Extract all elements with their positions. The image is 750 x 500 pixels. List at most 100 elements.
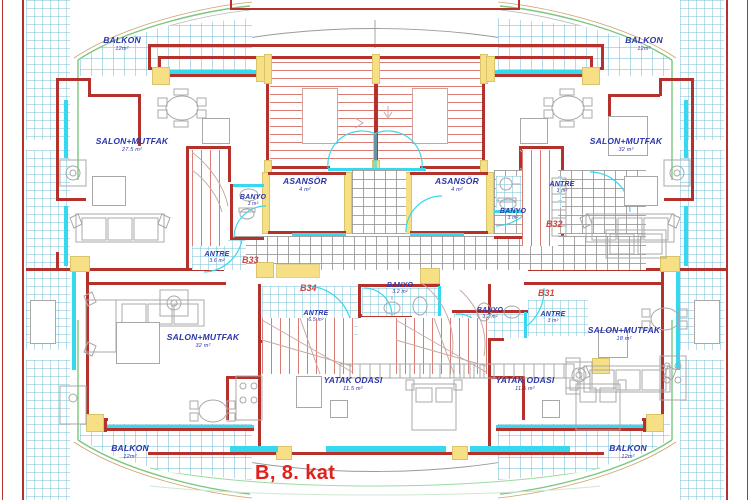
- furniture-dining-table-tl: [157, 88, 207, 128]
- core-brick-door: [405, 195, 443, 233]
- furniture-tv-unit-tr: [663, 159, 691, 187]
- balcony-glazing-top-left: [160, 70, 268, 74]
- balcony-glazing-bottom-right: [496, 425, 646, 429]
- side-tile-strip-left-bot: [26, 360, 70, 500]
- wall-mid-right-b: [524, 282, 664, 285]
- banyo-ul-wall-b: [230, 237, 264, 240]
- fixture-wc-upper-right: [497, 177, 520, 210]
- wall-right-lower-env: [661, 268, 664, 420]
- stair-core-left-void: [302, 88, 338, 144]
- wall-left-env-step: [88, 78, 91, 96]
- furniture-closet-band-bl: [339, 363, 481, 379]
- furniture-box-left-mid: [30, 300, 56, 344]
- furniture-coffee-table-bl: [116, 322, 160, 364]
- antre-lr-floor: [528, 300, 588, 336]
- wall-left-env-top: [56, 78, 90, 81]
- furniture-dining-table-bl: [189, 399, 236, 423]
- banyo-ur-wall-b: [494, 236, 538, 239]
- wall-lu-part-h1: [186, 146, 230, 149]
- wall-right-env-step: [659, 78, 662, 96]
- wall-top-outer: [148, 44, 604, 47]
- banyo-ur-glazing: [494, 210, 534, 213]
- column-balcony-tr: [486, 56, 495, 82]
- column-core-tm: [372, 54, 380, 84]
- column-right-lower: [660, 256, 680, 272]
- wall-bottom-inner-r: [496, 428, 646, 431]
- unit-label-b32: B32: [546, 219, 563, 229]
- core-wall-left: [266, 56, 269, 174]
- wall-balcony-tr-top: [482, 74, 592, 77]
- balcony-tile-top-left: [80, 18, 252, 76]
- fixture-wc-lower-right: [476, 302, 521, 322]
- asansor-right-bot: [410, 231, 488, 234]
- wall-left-env-step2: [88, 94, 140, 97]
- site-edge-right: [726, 0, 728, 500]
- wall-top-right-jamb: [601, 44, 604, 70]
- furniture-dining-table-tr: [543, 88, 593, 128]
- unit-label-b34: B34: [300, 283, 317, 293]
- antre-ul-floor: [192, 240, 246, 270]
- furniture-coffee-table-tl: [92, 176, 126, 206]
- asansor-right-door: [410, 233, 464, 237]
- wall-lu-part-v2: [228, 146, 231, 182]
- glazing-left-lower: [64, 206, 68, 266]
- side-tile-strip-left-top: [26, 0, 70, 140]
- asansor-left-door: [292, 233, 346, 237]
- unit-label-b31: B31: [538, 288, 555, 298]
- column-balcony-tl: [256, 56, 265, 82]
- wall-left-env-down: [138, 94, 141, 146]
- wall-right-env-step2: [608, 94, 660, 97]
- furniture-closet-band-core: [551, 177, 567, 237]
- core-wall-right: [482, 56, 485, 174]
- core-brick-band-middle: [266, 236, 646, 270]
- column-core-bot-mid: [420, 268, 440, 284]
- wall-br-riser: [643, 418, 646, 432]
- glazing-right-upper: [684, 100, 688, 158]
- banyo-lr-wall-t: [452, 310, 528, 313]
- column-left-balcony-door: [152, 67, 170, 85]
- furniture-sofa-tr: [579, 213, 681, 243]
- column-left-lower: [70, 256, 90, 272]
- furniture-bed-br: [569, 379, 627, 431]
- column-mid-left-band: [256, 262, 274, 278]
- asansor-left-col-l: [262, 172, 270, 234]
- glazing-left-upper: [64, 100, 68, 158]
- wall-right-env-lower: [691, 160, 694, 200]
- wall-left-upper-stub: [56, 252, 59, 270]
- column-right-balcony-door: [582, 67, 600, 85]
- fixture-shower-bl: [59, 385, 87, 425]
- asansor-right-top: [410, 172, 488, 175]
- wall-right-lower-part-v1: [488, 284, 491, 452]
- banyo-ul-door: [233, 205, 267, 239]
- bottom-glazing-1: [230, 446, 278, 452]
- furniture-kitchen-br: [659, 355, 687, 401]
- furniture-kitchen-counter-tr: [605, 229, 667, 259]
- banyo-lm-door: [363, 287, 393, 317]
- wall-ru-part-v2: [519, 146, 522, 182]
- plan-title: B, 8. kat: [255, 462, 336, 484]
- asansor-left-bot: [268, 231, 346, 234]
- fixture-wc-lower-mid: [383, 296, 428, 316]
- core-wall-bottom-l: [266, 166, 330, 169]
- glazing-left-mid: [72, 270, 76, 370]
- furniture-tv-unit-tl: [59, 159, 87, 187]
- column-bottom-mid-r: [452, 446, 468, 460]
- banyo-lr-glazing: [524, 312, 527, 338]
- wall-ll-part-v1: [258, 284, 261, 452]
- antre-ul-door-b33: [203, 239, 243, 273]
- wall-left-env-bot: [56, 198, 86, 201]
- banyo-ul-glazing: [232, 184, 264, 187]
- glazing-right-lower: [684, 206, 688, 266]
- furniture-tv-unit-bl: [159, 289, 189, 317]
- wall-right-lower-part-v2: [522, 376, 525, 420]
- furniture-tv-unit-br: [565, 361, 593, 389]
- furniture-fridge-bl: [296, 376, 322, 408]
- furniture-dining-table-br: [641, 307, 688, 331]
- wall-mid-left-a: [26, 268, 224, 271]
- column-br-balcony: [646, 414, 664, 432]
- bottom-glazing-3: [470, 446, 570, 452]
- wall-left-envelope-outer: [56, 78, 59, 163]
